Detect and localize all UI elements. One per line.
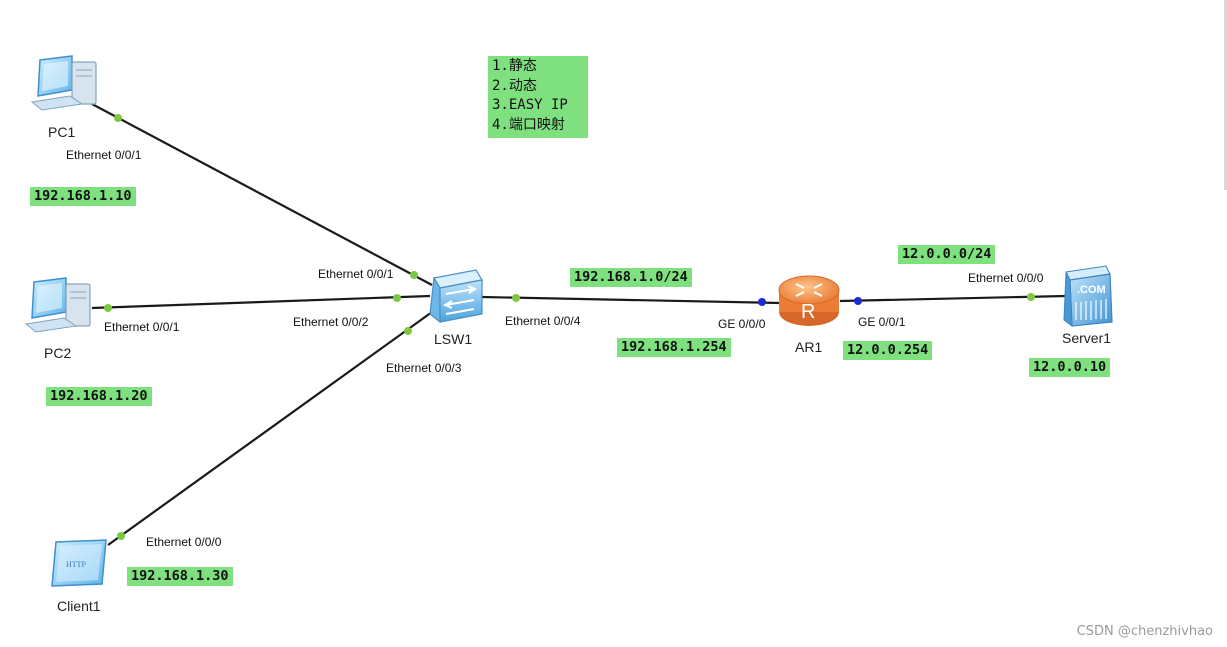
pc-icon — [24, 277, 91, 333]
port-dot — [114, 114, 122, 122]
server1-device[interactable]: .COM Server1 — [1062, 265, 1113, 346]
port-dot — [410, 271, 418, 279]
port-dot — [758, 298, 766, 306]
port-dot — [393, 294, 401, 302]
pc1-name: PC1 — [48, 124, 75, 140]
link-pc2-lsw1 — [91, 294, 431, 310]
lsw1-device[interactable]: LSW1 — [429, 269, 483, 347]
wan-network-label: 12.0.0.0/24 — [898, 245, 996, 264]
link-client1-lsw1 — [107, 311, 433, 546]
nat-method-item: 2.动态 — [492, 77, 537, 94]
server1-ip-label: 12.0.0.10 — [1029, 358, 1111, 377]
port-dot — [104, 304, 112, 312]
client1-icon-text: HTTP — [66, 560, 87, 569]
port-label-pc2: Ethernet 0/0/1 — [104, 320, 180, 334]
router-icon: R — [778, 275, 840, 326]
port-label-lsw1-e3: Ethernet 0/0/3 — [386, 361, 462, 375]
pc2-device[interactable]: PC2 — [24, 277, 91, 361]
pc2-ip-label: 192.168.1.20 — [46, 387, 152, 406]
nat-method-item: 1.静态 — [492, 58, 537, 74]
lan-network-label: 192.168.1.0/24 — [570, 268, 692, 287]
port-label-lsw1-e2: Ethernet 0/0/2 — [293, 315, 369, 329]
ar1-device[interactable]: R AR1 — [778, 275, 840, 355]
switch-icon — [429, 269, 483, 324]
pc-icon — [30, 55, 97, 111]
nat-methods-note: 1.静态 2.动态 3.EASY IP 4.端口映射 — [488, 56, 588, 138]
port-label-pc1: Ethernet 0/0/1 — [66, 148, 142, 162]
ar1-name: AR1 — [795, 339, 822, 355]
port-dot — [117, 532, 125, 540]
pc2-name: PC2 — [44, 345, 71, 361]
port-label-lsw1-e4: Ethernet 0/0/4 — [505, 314, 581, 328]
server-icon: .COM — [1063, 265, 1113, 328]
watermark: CSDN @chenzhivhao — [1076, 624, 1213, 639]
port-dot — [404, 327, 412, 335]
server1-icon-text: .COM — [1077, 284, 1106, 296]
client1-name: Client1 — [57, 598, 101, 614]
port-dot — [1027, 293, 1035, 301]
pc1-device[interactable]: PC1 — [30, 55, 97, 140]
pc1-ip-label: 192.168.1.10 — [30, 187, 136, 206]
scrollbar[interactable] — [1224, 0, 1227, 190]
client1-device[interactable]: HTTP Client1 — [51, 539, 107, 614]
ar1-inside-ip-label: 192.168.1.254 — [617, 338, 731, 357]
ar1-outside-ip-label: 12.0.0.254 — [843, 341, 933, 360]
port-label-client1: Ethernet 0/0/0 — [146, 535, 222, 549]
port-dot — [512, 294, 520, 302]
link-pc1-lsw1 — [91, 103, 433, 286]
lsw1-name: LSW1 — [434, 331, 472, 347]
port-label-server1: Ethernet 0/0/0 — [968, 271, 1044, 285]
ar1-icon-text: R — [801, 301, 815, 323]
nat-method-item: 3.EASY IP — [492, 97, 568, 113]
port-dot — [854, 297, 862, 305]
port-label-ar1-ge1: GE 0/0/1 — [858, 315, 906, 329]
nat-method-item: 4.端口映射 — [492, 116, 565, 133]
server1-name: Server1 — [1062, 330, 1111, 346]
link-lsw1-ar1 — [481, 295, 781, 305]
port-label-lsw1-e1: Ethernet 0/0/1 — [318, 267, 394, 281]
client1-ip-label: 192.168.1.30 — [127, 567, 233, 586]
http-client-icon: HTTP — [51, 539, 107, 587]
port-label-ar1-ge0: GE 0/0/0 — [718, 317, 766, 331]
